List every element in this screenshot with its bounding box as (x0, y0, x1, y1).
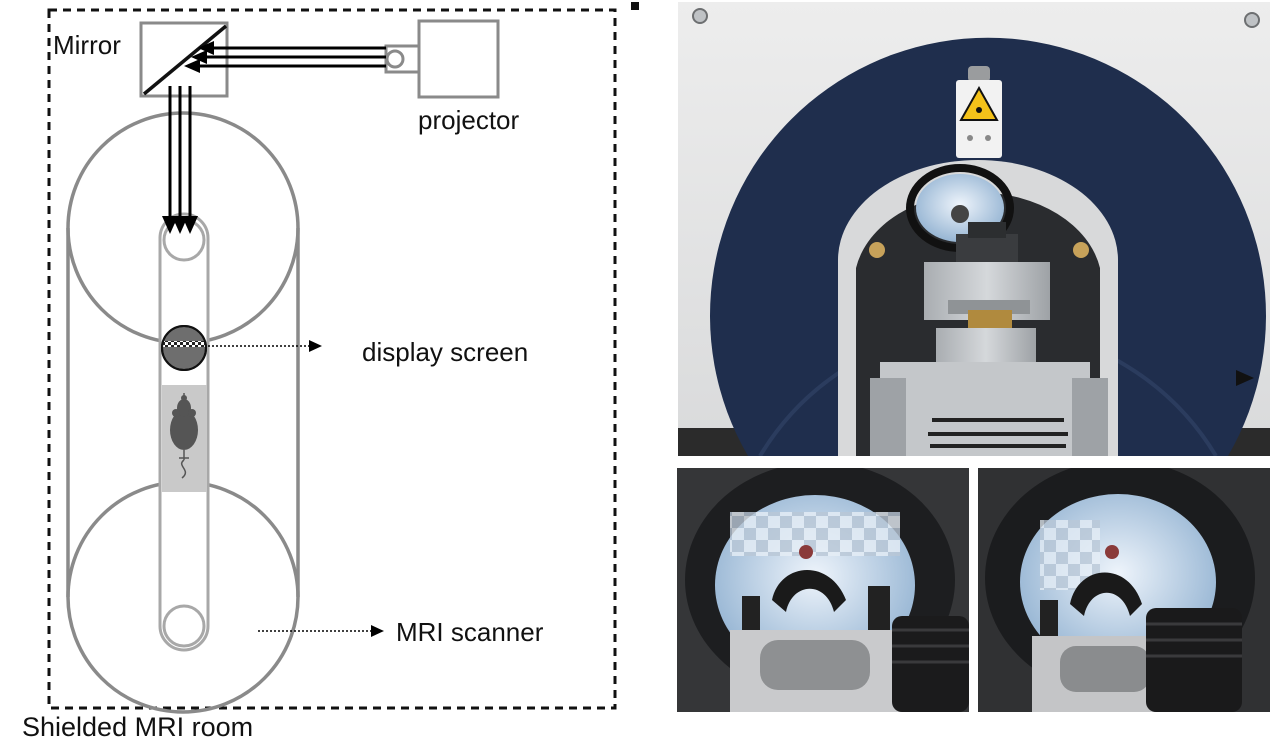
mri-scanner-label: MRI scanner (396, 617, 544, 647)
projector-beam-arrows (184, 41, 386, 73)
bore-closeup-photo-1 (677, 468, 969, 712)
mirror-label: Mirror (53, 30, 121, 60)
scanner-photo (678, 2, 1270, 456)
photo-edge-marker (1236, 370, 1254, 386)
shielded-room-label: Shielded MRI room (22, 712, 253, 742)
wall-screw-left (692, 8, 708, 24)
shielded-room-boundary (47, 8, 617, 710)
display-screen-pointer (208, 340, 322, 352)
room-corner-marker (631, 2, 639, 10)
mirror (139, 21, 229, 98)
display-screen (161, 325, 207, 371)
wall-screw-right (1244, 12, 1260, 28)
animal-holder (870, 222, 1108, 456)
bore-opening-bottom (162, 604, 206, 648)
laser-warning-label (956, 66, 1002, 158)
projector-label: projector (418, 105, 519, 135)
mouse-icon (170, 393, 198, 479)
projector (384, 19, 500, 99)
schematic-diagram: Mirror projector (22, 2, 639, 742)
display-screen-label: display screen (362, 337, 528, 367)
bore-closeup-photo-2 (978, 468, 1270, 712)
mirror-beam-arrows (162, 86, 198, 234)
mri-scanner-pointer (258, 625, 384, 637)
